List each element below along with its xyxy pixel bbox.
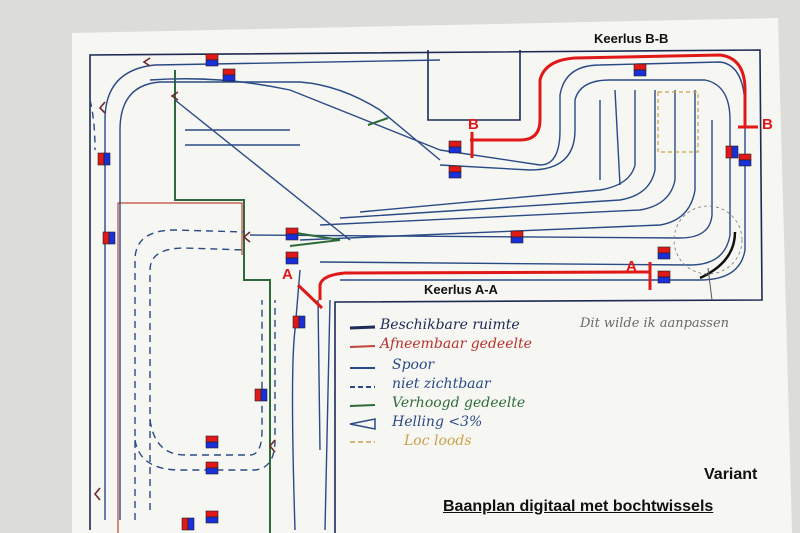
keerlus-bb-label: Keerlus B-B xyxy=(594,31,669,46)
pencil-circle xyxy=(673,205,743,275)
detector-block xyxy=(181,517,195,531)
legend-symbol-available-space xyxy=(349,325,376,330)
legend-symbol-ramp xyxy=(349,418,376,430)
black-curved-track xyxy=(699,231,737,280)
loop-aa-gap-left xyxy=(296,283,324,310)
detector-block xyxy=(205,53,219,67)
page-title: Baanplan digitaal met bochtwissels xyxy=(443,498,714,515)
a-right-label: A xyxy=(626,258,637,275)
paper-sheet xyxy=(72,18,792,533)
variant-label: Variant xyxy=(704,466,758,483)
visible-tracks xyxy=(104,59,746,531)
available-space-frame xyxy=(89,49,763,533)
detector-block xyxy=(657,246,671,260)
legend-symbols xyxy=(349,325,376,443)
a-left-label: A xyxy=(282,266,293,283)
detector-block xyxy=(448,165,462,179)
detector-block xyxy=(205,461,219,475)
detector-block xyxy=(633,63,647,77)
legend-text-track: Spoor xyxy=(392,357,435,373)
detector-block xyxy=(292,315,306,329)
legend-symbol-raised xyxy=(349,404,376,407)
legend-text-removable: Afneembaar gedeelte xyxy=(380,336,532,352)
legend-text-loco-shed: Loc loods xyxy=(404,433,472,449)
detector-block xyxy=(657,270,671,284)
legend-text-hidden: niet zichtbaar xyxy=(392,376,491,392)
removable-section-outline xyxy=(117,202,243,533)
raised-section-outline xyxy=(174,70,271,533)
reverse-loop-bb xyxy=(470,53,747,142)
loco-shed-outline xyxy=(657,91,699,153)
detector-block xyxy=(285,251,299,265)
detector-block xyxy=(222,68,236,82)
keerlus-aa-label: Keerlus A-A xyxy=(424,282,498,297)
detector-block xyxy=(285,227,299,241)
note-arrow xyxy=(707,267,713,301)
detector-block xyxy=(205,510,219,524)
legend-symbol-removable xyxy=(349,345,376,348)
detector-block xyxy=(205,435,219,449)
occupancy-detectors xyxy=(97,53,752,531)
ramp-markers xyxy=(289,117,389,247)
b-left-label: B xyxy=(468,116,479,133)
detector-block xyxy=(725,145,739,159)
detector-block xyxy=(738,153,752,167)
handwritten-note: Dit wilde ik aanpassen xyxy=(580,316,730,331)
reverse-loop-aa xyxy=(318,270,651,300)
detector-block xyxy=(102,231,116,245)
detector-block xyxy=(510,230,524,244)
b-right-label: B xyxy=(762,116,773,133)
direction-arrows xyxy=(93,57,276,501)
legend-text-raised: Verhoogd gedeelte xyxy=(392,395,526,411)
detector-block xyxy=(254,388,268,402)
legend-text-ramp: Helling <3% xyxy=(392,414,483,430)
detector-block xyxy=(448,140,462,154)
detector-block xyxy=(97,152,111,166)
legend-text-available-space: Beschikbare ruimte xyxy=(380,317,520,333)
